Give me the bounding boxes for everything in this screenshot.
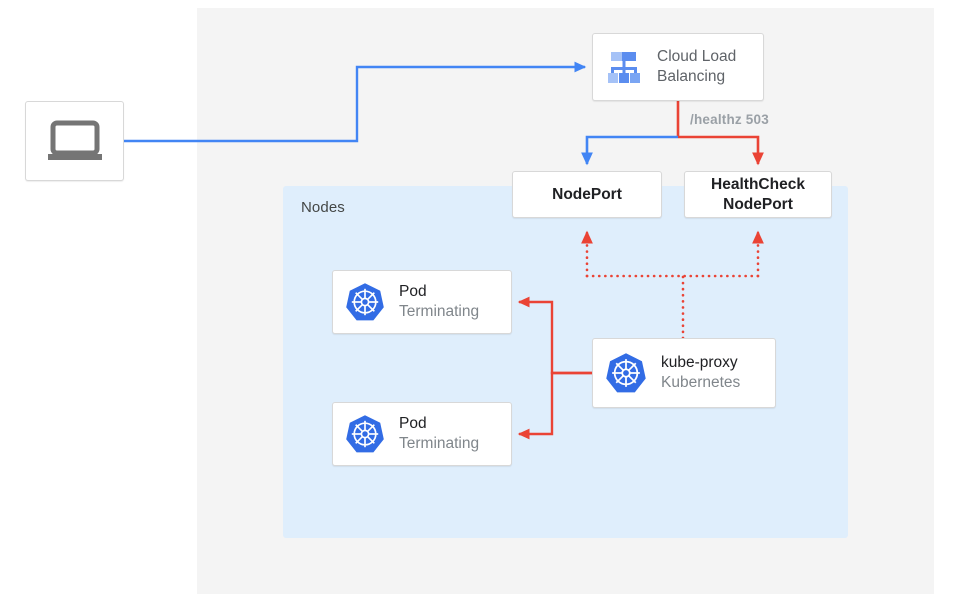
nodeport-node[interactable]: NodePort [512, 171, 662, 218]
nodeport-label: NodePort [552, 185, 622, 203]
healthcheck-nodeport-line-2: NodePort [723, 195, 793, 213]
kubernetes-icon [346, 415, 384, 453]
pod-name-1: Pod [399, 283, 427, 301]
pod-name-2: Pod [399, 415, 427, 433]
kubernetes-icon [606, 353, 646, 393]
cloud-load-balancing-node[interactable]: Cloud Load Balancing [592, 33, 764, 101]
healthcheck-nodeport-node[interactable]: HealthCheck NodePort [684, 171, 832, 218]
cloud-load-balancing-line-2: Balancing [657, 68, 726, 85]
nodes-region-label: Nodes [301, 199, 345, 216]
kube-proxy-subtitle: Kubernetes [661, 374, 741, 391]
pod-status-1: Terminating [399, 303, 480, 320]
healthcheck-nodeport-line-1: HealthCheck [711, 176, 805, 194]
kube-proxy-node[interactable]: kube-proxy Kubernetes [592, 338, 776, 408]
kube-proxy-name: kube-proxy [661, 354, 738, 372]
cloud-load-balancing-icon [608, 52, 640, 83]
cloud-load-balancing-line-1: Cloud Load [657, 47, 737, 65]
pod-status-2: Terminating [399, 435, 480, 452]
pod-node-2[interactable]: Pod Terminating [332, 402, 512, 466]
pod-node-1[interactable]: Pod Terminating [332, 270, 512, 334]
kubernetes-icon [346, 283, 384, 321]
client-node[interactable] [25, 101, 124, 181]
laptop-icon [47, 120, 102, 160]
healthz-annotation: /healthz 503 [690, 112, 769, 127]
